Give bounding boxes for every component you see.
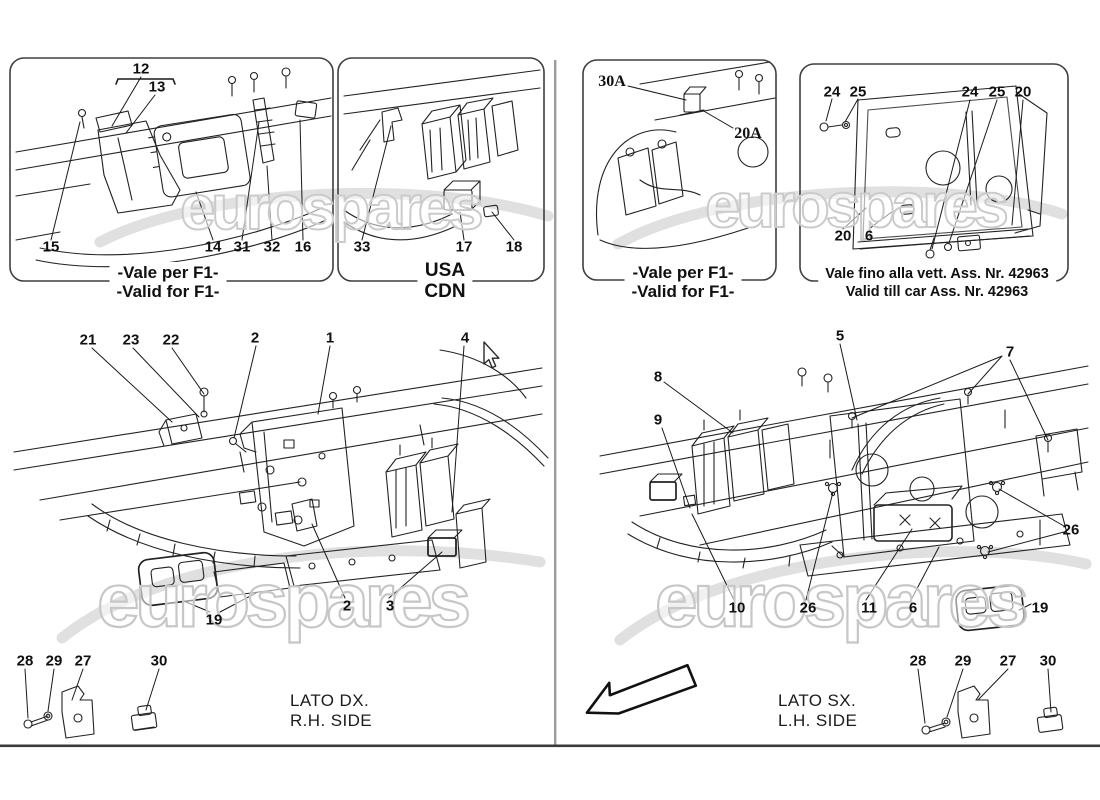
part-callout[interactable]: 25 xyxy=(988,83,1006,101)
caption-line: Vale fino alla vett. Ass. Nr. 42963 xyxy=(825,266,1049,282)
part-callout[interactable]: 27 xyxy=(74,652,92,670)
part-callout[interactable]: 15 xyxy=(42,238,60,256)
part-callout[interactable]: 24 xyxy=(823,83,841,101)
caption-line: -Valid for F1- xyxy=(631,282,735,301)
part-callout[interactable]: 29 xyxy=(45,652,63,670)
part-callout[interactable]: 28 xyxy=(909,652,927,670)
side-label-line: R.H. SIDE xyxy=(290,711,373,730)
caption-line: -Valid for F1- xyxy=(116,282,220,301)
part-callout[interactable]: 8 xyxy=(653,368,663,386)
part-callout[interactable]: 24 xyxy=(961,83,979,101)
inset-d-caption: Vale fino alla vett. Ass. Nr. 42963 Vali… xyxy=(818,264,1056,302)
part-callout[interactable]: 29 xyxy=(954,652,972,670)
part-callout[interactable]: 13 xyxy=(148,78,166,96)
inset-c-caption: -Vale per F1- -Valid for F1- xyxy=(624,262,742,302)
part-callout[interactable]: 22 xyxy=(162,331,180,349)
side-label-lh: LATO SX. L.H. SIDE xyxy=(778,691,857,731)
watermark-text: eurospares xyxy=(96,557,472,644)
part-callout[interactable]: 25 xyxy=(849,83,867,101)
side-label-line: LATO DX. xyxy=(290,691,370,710)
part-callout[interactable]: 18 xyxy=(505,238,523,256)
bottom-left-parts-art xyxy=(23,668,160,739)
caption-line: Valid till car Ass. Nr. 42963 xyxy=(845,284,1029,300)
mouse-cursor xyxy=(483,341,500,369)
caption-line: CDN xyxy=(424,281,466,302)
part-callout[interactable]: 30 xyxy=(1039,652,1057,670)
side-label-rh: LATO DX. R.H. SIDE xyxy=(290,691,372,731)
inset-b-caption: USA CDN xyxy=(417,259,473,303)
caption-line: -Vale per F1- xyxy=(632,263,734,282)
part-callout[interactable]: 27 xyxy=(999,652,1017,670)
caption-line: -Vale per F1- xyxy=(117,263,219,282)
caption-line: USA xyxy=(424,260,466,281)
part-callout[interactable]: 28 xyxy=(16,652,34,670)
side-label-line: LATO SX. xyxy=(778,691,857,710)
part-callout[interactable]: 21 xyxy=(79,331,97,349)
watermark-text: eurospares xyxy=(654,557,1030,644)
part-callout[interactable]: 30A xyxy=(598,73,626,90)
part-callout[interactable]: 9 xyxy=(653,411,663,429)
part-callout[interactable]: 2 xyxy=(250,329,260,347)
part-callout[interactable]: 1 xyxy=(325,329,335,347)
part-callout[interactable]: 30 xyxy=(150,652,168,670)
side-label-line: L.H. SIDE xyxy=(778,711,858,730)
part-callout[interactable]: 5 xyxy=(835,327,845,345)
nut-clusters xyxy=(824,480,1006,560)
watermark-text: eurospares xyxy=(179,172,485,244)
part-callout[interactable]: 20 xyxy=(1014,83,1032,101)
direction-arrow xyxy=(585,663,698,715)
part-callout[interactable]: 12 xyxy=(132,60,150,78)
part-callout[interactable]: 4 xyxy=(460,329,470,347)
part-callout[interactable]: 20A xyxy=(734,125,762,142)
part-callout[interactable]: 7 xyxy=(1005,343,1015,361)
part-callout[interactable]: 19 xyxy=(1031,599,1049,617)
watermark-text: eurospares xyxy=(704,170,1010,242)
inset-a-caption: -Vale per F1- -Valid for F1- xyxy=(109,262,227,302)
part-callout[interactable]: 26 xyxy=(1062,521,1080,539)
part-callout[interactable]: 23 xyxy=(122,331,140,349)
